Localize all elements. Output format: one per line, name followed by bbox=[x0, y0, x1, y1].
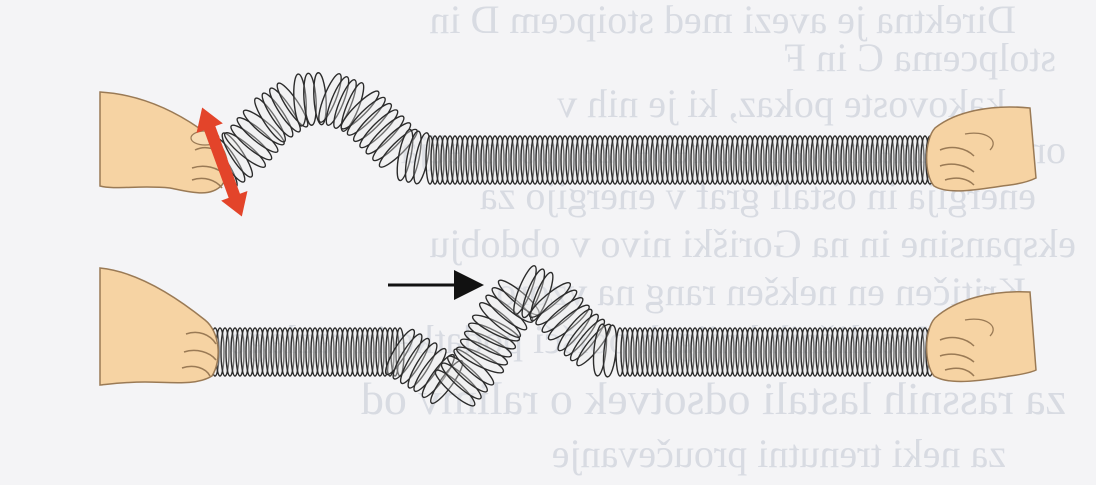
spring-coil bbox=[211, 264, 934, 410]
longitudinal-wave-panel bbox=[100, 264, 1036, 410]
transverse-wave-panel bbox=[100, 72, 1036, 222]
left-hand-icon bbox=[100, 92, 228, 193]
left-hand-icon bbox=[100, 268, 218, 385]
spring-coil bbox=[203, 72, 934, 190]
right-hand-icon bbox=[927, 107, 1036, 191]
right-hand-icon bbox=[927, 292, 1036, 382]
